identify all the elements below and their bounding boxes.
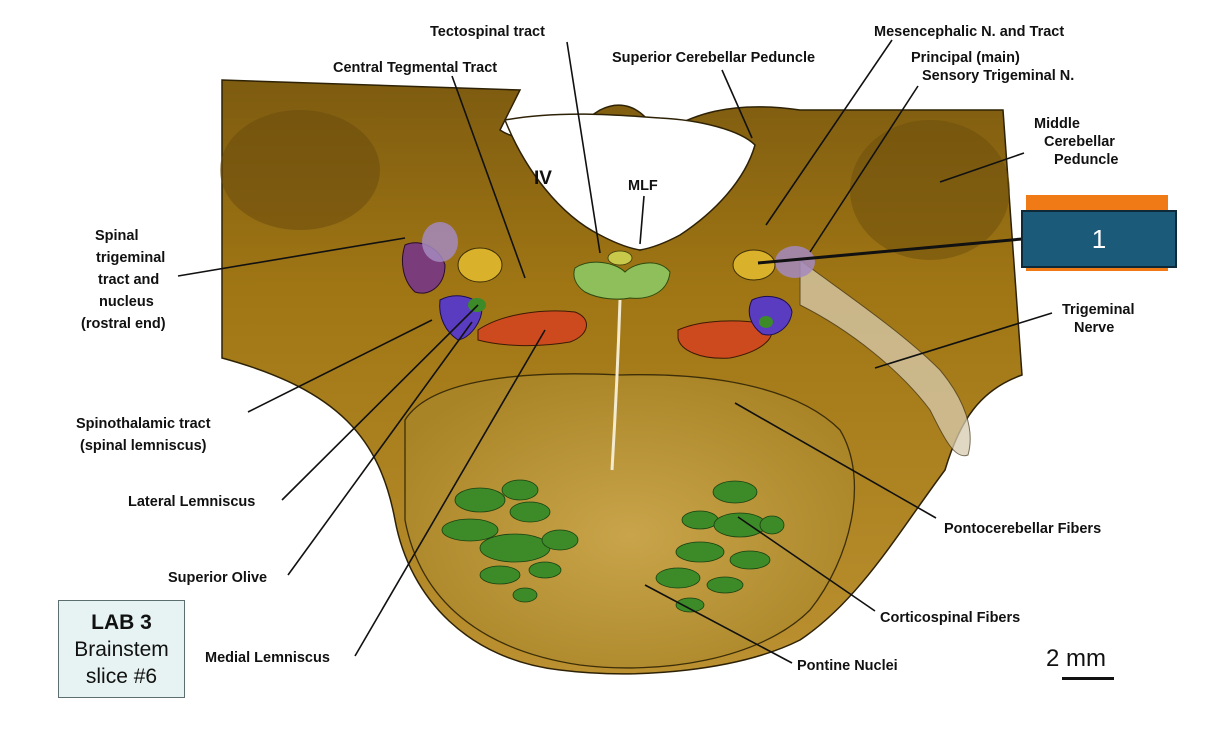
label-spinal-trigeminal-1: Spinal — [95, 228, 139, 244]
lab-info-box: LAB 3 Brainstem slice #6 — [58, 600, 185, 698]
lab-slice: slice #6 — [85, 664, 158, 688]
spinothalamic-right — [748, 296, 793, 336]
callout-pointer — [757, 237, 1023, 265]
callout-number: 1 — [1091, 223, 1107, 254]
mlf-top — [607, 250, 633, 266]
corticospinal-fibers-right — [655, 480, 785, 613]
label-principal-1: Principal (main) — [911, 50, 1020, 66]
medial-lemniscus-left — [477, 310, 587, 347]
label-pontocerebellar: Pontocerebellar Fibers — [944, 521, 1101, 537]
principal-sensory-nucleus-right — [732, 249, 776, 281]
superior-olive-right — [759, 316, 773, 328]
label-middle-cerebellar-3: Peduncle — [1054, 152, 1118, 168]
callout-marker: 1 — [1021, 210, 1177, 268]
label-tectospinal: Tectospinal tract — [430, 24, 545, 40]
lab-title: LAB 3 — [91, 610, 152, 634]
trigeminal-nerve-shape — [799, 259, 971, 457]
lab-subtitle: Brainstem — [74, 637, 169, 661]
trigeminal-lilac-right — [775, 246, 815, 278]
label-mlf: MLF — [628, 178, 658, 194]
corticospinal-fibers-left — [441, 479, 579, 603]
label-spinal-trigeminal-3: tract and — [98, 272, 159, 288]
labels: Tectospinal tract Central Tegmental Trac… — [76, 24, 1135, 674]
label-middle-cerebellar-2: Cerebellar — [1044, 134, 1115, 150]
label-superior-cerebellar: Superior Cerebellar Peduncle — [612, 50, 815, 66]
label-trigeminal-nerve-2: Nerve — [1074, 320, 1114, 336]
label-central-tegmental: Central Tegmental Tract — [333, 60, 497, 76]
label-medial-lemniscus: Medial Lemniscus — [205, 650, 330, 666]
label-lateral-lemniscus: Lateral Lemniscus — [128, 494, 255, 510]
medial-lemniscus-right — [677, 320, 773, 359]
label-pontine-nuclei: Pontine Nuclei — [797, 658, 898, 674]
scale-bar — [1062, 677, 1114, 680]
label-principal-2: Sensory Trigeminal N. — [922, 68, 1074, 84]
fourth-ventricle — [503, 113, 756, 251]
label-spinothalamic-1: Spinothalamic tract — [76, 416, 211, 432]
mlf-region — [573, 261, 671, 300]
scale-label: 2 mm — [1046, 645, 1106, 672]
label-ventricle: IV — [534, 168, 552, 189]
leader-lines — [177, 39, 1053, 664]
trigeminal-lilac-left — [422, 222, 458, 262]
label-corticospinal: Corticospinal Fibers — [880, 610, 1020, 626]
label-spinothalamic-2: (spinal lemniscus) — [80, 438, 207, 454]
label-trigeminal-nerve-1: Trigeminal — [1062, 302, 1135, 318]
label-spinal-trigeminal-2: trigeminal — [96, 250, 165, 266]
midline-raphe — [610, 299, 622, 471]
dorsal-shading-left — [220, 110, 380, 230]
label-middle-cerebellar-1: Middle — [1034, 116, 1080, 132]
label-mesencephalic: Mesencephalic N. and Tract — [874, 24, 1064, 40]
label-superior-olive: Superior Olive — [168, 570, 267, 586]
label-spinal-trigeminal-4: nucleus — [99, 294, 154, 310]
dorsal-shading-right — [850, 120, 1010, 260]
principal-sensory-nucleus-left — [457, 247, 503, 283]
label-spinal-trigeminal-5: (rostral end) — [81, 316, 166, 332]
